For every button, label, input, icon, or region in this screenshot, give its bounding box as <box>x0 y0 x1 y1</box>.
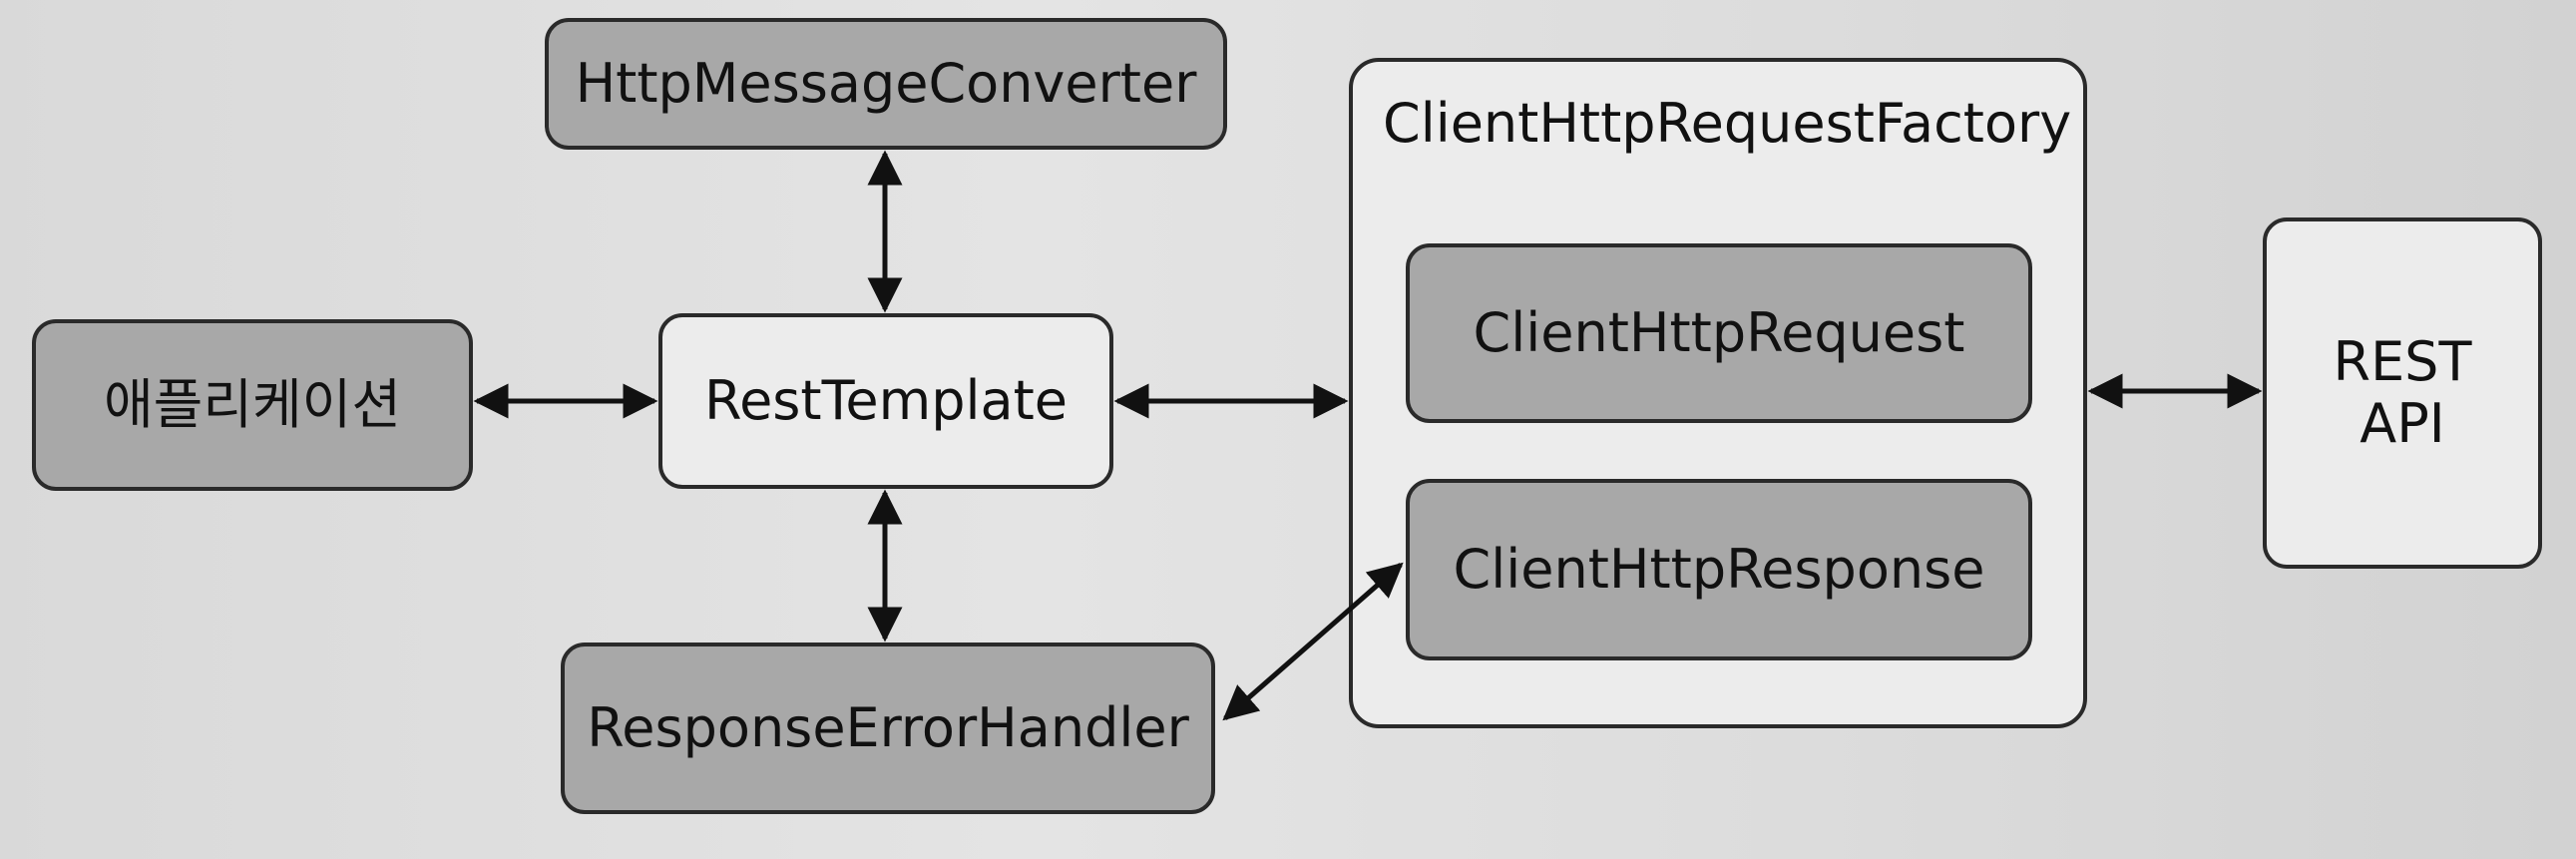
client-http-request-box: ClientHttpRequest <box>1406 243 2032 423</box>
client-http-response-box: ClientHttpResponse <box>1406 479 2032 660</box>
application-box: 애플리케이션 <box>32 319 473 491</box>
response-error-handler-label: ResponseErrorHandler <box>587 695 1189 759</box>
rest-template-box: RestTemplate <box>658 313 1113 489</box>
client-http-request-factory-label: ClientHttpRequestFactory <box>1383 92 2072 155</box>
rest-api-box: REST API <box>2263 217 2542 569</box>
arrow-errorhandler-response <box>1222 562 1404 721</box>
application-label: 애플리케이션 <box>103 372 402 436</box>
client-http-response-label: ClientHttpResponse <box>1453 537 1985 601</box>
http-message-converter-label: HttpMessageConverter <box>575 51 1197 115</box>
http-message-converter-box: HttpMessageConverter <box>545 18 1227 150</box>
client-http-request-label: ClientHttpRequest <box>1473 300 1965 364</box>
rest-api-label-line2: API <box>2360 392 2445 455</box>
client-http-request-factory-box: ClientHttpRequestFactory ClientHttpReque… <box>1349 58 2087 728</box>
rest-api-label-line1: REST <box>2333 329 2472 393</box>
response-error-handler-box: ResponseErrorHandler <box>561 643 1215 814</box>
rest-template-label: RestTemplate <box>703 368 1069 432</box>
